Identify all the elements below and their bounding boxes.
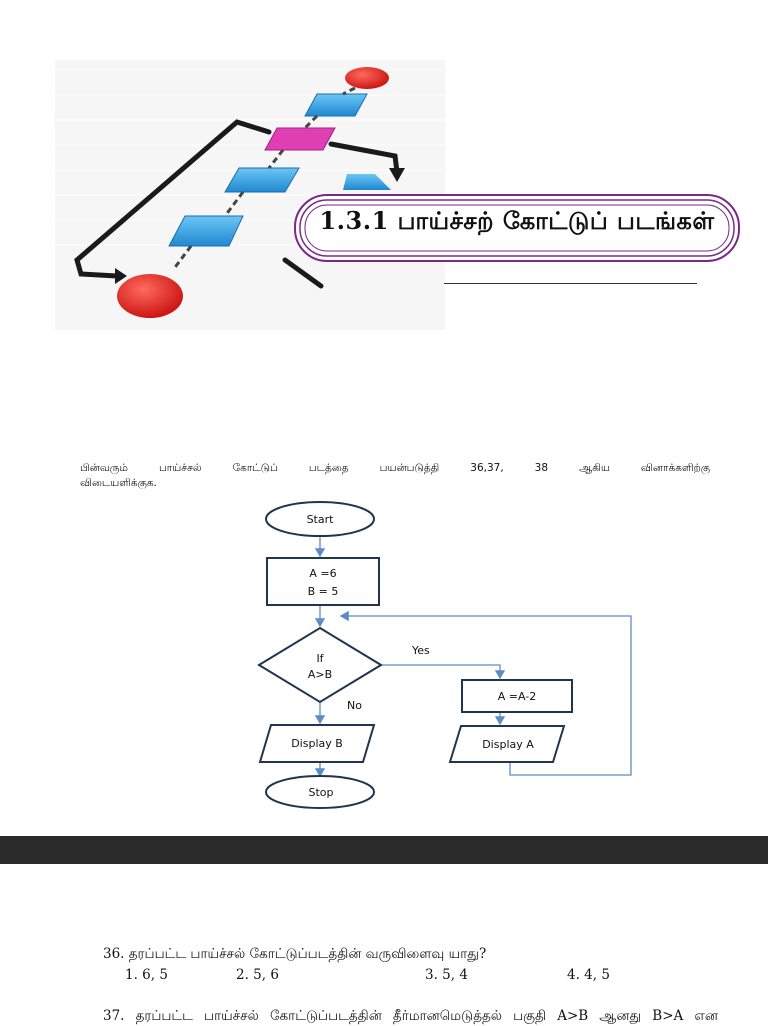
red-oval-bottom <box>117 274 183 318</box>
document-page-2 <box>0 864 768 1024</box>
blue-box-2 <box>224 167 300 193</box>
flow-decision-label-2: A>B <box>308 668 332 681</box>
flow-start-node <box>265 501 375 537</box>
question-37: 37. தரப்பட்ட பாய்ச்சல் கோட்டுப்படத்தின் … <box>103 1008 718 1024</box>
document-page-1: 1.3.1 பாய்ச்சற் கோட்டுப் படங்கள் பின்வரு… <box>74 67 742 809</box>
q36-option-1: 1. 6, 5 <box>125 967 168 983</box>
blue-box-1 <box>304 93 368 117</box>
blue-box-3 <box>168 215 244 247</box>
flow-start-label: Start <box>307 513 335 526</box>
red-oval-top <box>345 67 389 89</box>
flow-decision-node <box>257 626 383 704</box>
flow-process-label: A =A-2 <box>498 690 537 703</box>
q36-option-4: 4. 4, 5 <box>567 967 610 983</box>
flow-no-label: No <box>347 699 362 712</box>
flow-stop-label: Stop <box>308 786 333 799</box>
section-title: 1.3.1 பாய்ச்சற் கோட்டுப் படங்கள் <box>319 206 715 235</box>
intro-paragraph: பின்வரும் பாய்ச்சல் கோட்டுப் படத்தை பயன்… <box>80 461 710 491</box>
intro-line-2: விடையளிக்குக. <box>80 477 157 489</box>
flow-stop-node <box>265 775 375 809</box>
flow-display-b-node <box>258 724 376 763</box>
q36-option-2: 2. 5, 6 <box>236 967 279 983</box>
flow-assign-a-label: A =6 <box>309 567 336 580</box>
flow-assign-node <box>266 557 380 606</box>
flow-decision-label-1: If <box>316 652 324 665</box>
question-36-options: 1. 6, 5 2. 5, 6 3. 5, 4 4. 4, 5 <box>125 967 645 985</box>
q36-option-3: 3. 5, 4 <box>425 967 468 983</box>
intro-line-1: பின்வரும் பாய்ச்சல் கோட்டுப் படத்தை பயன்… <box>80 462 710 474</box>
flow-assign-b-label: B = 5 <box>308 585 339 598</box>
title-text-wrap: 1.3.1 பாய்ச்சற் கோட்டுப் படங்கள் <box>292 192 742 264</box>
title-underline <box>444 283 697 284</box>
flow-yes-label: Yes <box>411 644 430 657</box>
page-separator <box>0 836 768 864</box>
flowchart: Start A =6 B = 5 If A>B Yes No A =A-2 Di… <box>257 501 632 809</box>
flow-display-a-node <box>448 725 566 763</box>
magenta-diamond <box>264 127 336 151</box>
flow-display-a-label: Display A <box>482 738 534 751</box>
flow-display-b-label: Display B <box>291 737 343 750</box>
flow-process-node <box>461 679 573 713</box>
title-banner <box>294 194 740 262</box>
question-36: 36. தரப்பட்ட பாய்ச்சல் கோட்டுப்படத்தின் … <box>103 946 487 962</box>
